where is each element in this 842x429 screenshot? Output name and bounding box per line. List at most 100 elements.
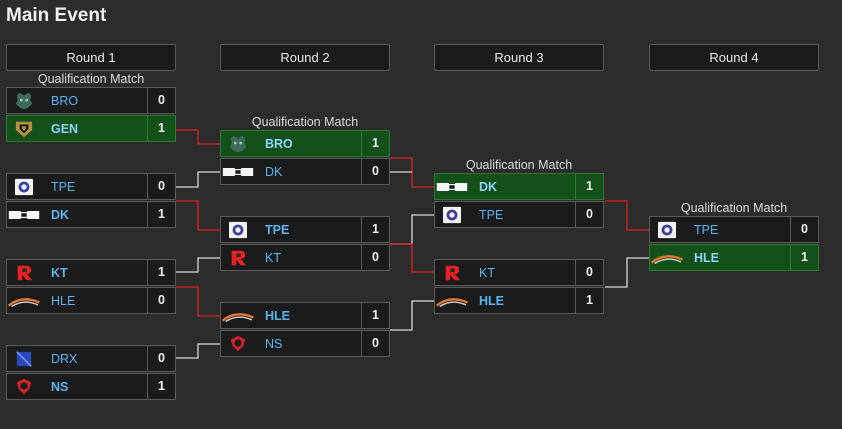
round-2-match-1[interactable]: BRO 1 DK 0	[220, 130, 390, 185]
team-name: DK	[265, 164, 283, 179]
round-2-match-2[interactable]: TPE 1 KT 0	[220, 216, 390, 271]
team-name: NS	[51, 379, 69, 394]
team-name: HLE	[479, 293, 504, 308]
kt-logo-icon	[435, 260, 469, 285]
team-name: HLE	[694, 250, 719, 265]
team-row-tpe[interactable]: TPE 0	[434, 201, 604, 228]
round-4-match-1[interactable]: TPE 0 HLE 1	[649, 216, 819, 271]
team-row-hle[interactable]: HLE 0	[6, 287, 176, 314]
ns-logo-icon	[7, 374, 41, 399]
hle-logo-icon	[435, 288, 469, 313]
dk-logo-icon	[7, 202, 41, 227]
team-row-ns[interactable]: NS 1	[6, 373, 176, 400]
page-title: Main Event	[6, 5, 107, 26]
round-1-match-4[interactable]: DRX 0 NS 1	[6, 345, 176, 400]
qualification-label: Qualification Match	[680, 201, 788, 215]
team-row-dk[interactable]: DK 1	[6, 201, 176, 228]
team-row-drx[interactable]: DRX 0	[6, 345, 176, 372]
kt-logo-icon	[7, 260, 41, 285]
hle-logo-icon	[7, 288, 41, 313]
gen-logo-icon	[7, 116, 41, 141]
team-score: 0	[575, 202, 603, 227]
team-name: KT	[479, 265, 495, 280]
team-score: 0	[361, 245, 389, 270]
team-score: 0	[147, 288, 175, 313]
team-score: 0	[361, 331, 389, 356]
team-score: 0	[575, 260, 603, 285]
team-row-tpe[interactable]: TPE 1	[220, 216, 390, 243]
tpe-logo-icon	[221, 217, 255, 242]
dk-logo-icon	[221, 159, 255, 184]
round-1-match-1[interactable]: BRO 0 GEN 1	[6, 87, 176, 142]
bro-logo-icon	[7, 88, 41, 113]
team-row-bro[interactable]: BRO 0	[6, 87, 176, 114]
qualification-label: Qualification Match	[465, 158, 573, 172]
team-name: HLE	[51, 293, 76, 308]
hle-logo-icon	[650, 245, 684, 270]
team-score: 0	[147, 88, 175, 113]
team-name: BRO	[51, 93, 79, 108]
team-score: 1	[361, 131, 389, 156]
ns-logo-icon	[221, 331, 255, 356]
round-1-match-3[interactable]: KT 1 HLE 0	[6, 259, 176, 314]
team-row-kt[interactable]: KT 0	[220, 244, 390, 271]
round-4-header[interactable]: Round 4	[649, 44, 819, 71]
team-score: 1	[147, 374, 175, 399]
round-3-match-2[interactable]: KT 0 HLE 1	[434, 259, 604, 314]
team-name: TPE	[265, 222, 290, 237]
tpe-logo-icon	[7, 174, 41, 199]
team-score: 1	[790, 245, 818, 270]
team-name: TPE	[479, 207, 504, 222]
team-score: 1	[147, 116, 175, 141]
team-score: 0	[361, 159, 389, 184]
team-row-ns[interactable]: NS 0	[220, 330, 390, 357]
team-row-dk[interactable]: DK 0	[220, 158, 390, 185]
team-row-dk[interactable]: DK 1	[434, 173, 604, 200]
team-score: 1	[147, 202, 175, 227]
team-name: DRX	[51, 351, 78, 366]
team-row-tpe[interactable]: TPE 0	[649, 216, 819, 243]
tpe-logo-icon	[650, 217, 684, 242]
team-name: TPE	[51, 179, 76, 194]
team-score: 1	[575, 288, 603, 313]
team-score: 0	[147, 346, 175, 371]
team-score: 1	[361, 303, 389, 328]
team-name: NS	[265, 336, 283, 351]
team-row-hle[interactable]: HLE 1	[649, 244, 819, 271]
team-name: DK	[51, 207, 70, 222]
team-name: GEN	[51, 121, 79, 136]
team-score: 0	[790, 217, 818, 242]
qualification-label: Qualification Match	[37, 72, 145, 86]
round-1-header[interactable]: Round 1	[6, 44, 176, 71]
team-name: KT	[51, 265, 68, 280]
round-2-header[interactable]: Round 2	[220, 44, 390, 71]
team-score: 0	[147, 174, 175, 199]
team-row-kt[interactable]: KT 0	[434, 259, 604, 286]
team-row-hle[interactable]: HLE 1	[434, 287, 604, 314]
team-score: 1	[575, 174, 603, 199]
team-name: HLE	[265, 308, 290, 323]
round-3-match-1[interactable]: DK 1 TPE 0	[434, 173, 604, 228]
team-row-gen[interactable]: GEN 1	[6, 115, 176, 142]
qualification-label: Qualification Match	[251, 115, 359, 129]
drx-logo-icon	[7, 346, 41, 371]
team-name: BRO	[265, 136, 293, 151]
bro-logo-icon	[221, 131, 255, 156]
team-name: KT	[265, 250, 281, 265]
dk-logo-icon	[435, 174, 469, 199]
round-1-match-2[interactable]: TPE 0 DK 1	[6, 173, 176, 228]
round-3-header[interactable]: Round 3	[434, 44, 604, 71]
team-name: TPE	[694, 222, 719, 237]
team-row-hle[interactable]: HLE 1	[220, 302, 390, 329]
tpe-logo-icon	[435, 202, 469, 227]
team-name: DK	[479, 179, 498, 194]
team-row-kt[interactable]: KT 1	[6, 259, 176, 286]
round-2-match-3[interactable]: HLE 1 NS 0	[220, 302, 390, 357]
team-row-tpe[interactable]: TPE 0	[6, 173, 176, 200]
team-row-bro[interactable]: BRO 1	[220, 130, 390, 157]
team-score: 1	[147, 260, 175, 285]
kt-logo-icon	[221, 245, 255, 270]
hle-logo-icon	[221, 303, 255, 328]
team-score: 1	[361, 217, 389, 242]
